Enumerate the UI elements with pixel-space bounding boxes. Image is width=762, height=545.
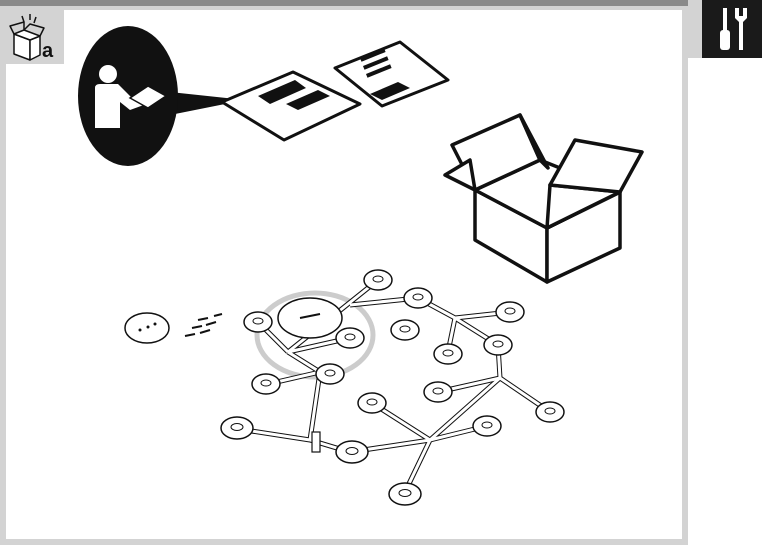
chandelier-fixture-icon xyxy=(220,269,565,506)
screws-hardware-icon xyxy=(184,313,223,337)
page-frame-top-bar xyxy=(0,0,688,6)
screwdriver-wrench-icon xyxy=(720,8,747,50)
step-badge: a xyxy=(0,6,64,64)
ceiling-canopy-icon xyxy=(124,312,170,344)
person-reading-manual-icon xyxy=(78,26,245,166)
tools-strip xyxy=(688,0,702,58)
manual-pages-illustration xyxy=(220,40,450,142)
unboxing-icon xyxy=(9,14,45,61)
tools-badge xyxy=(702,0,762,58)
open-box-icon xyxy=(443,113,644,284)
step-label: a xyxy=(42,40,54,62)
